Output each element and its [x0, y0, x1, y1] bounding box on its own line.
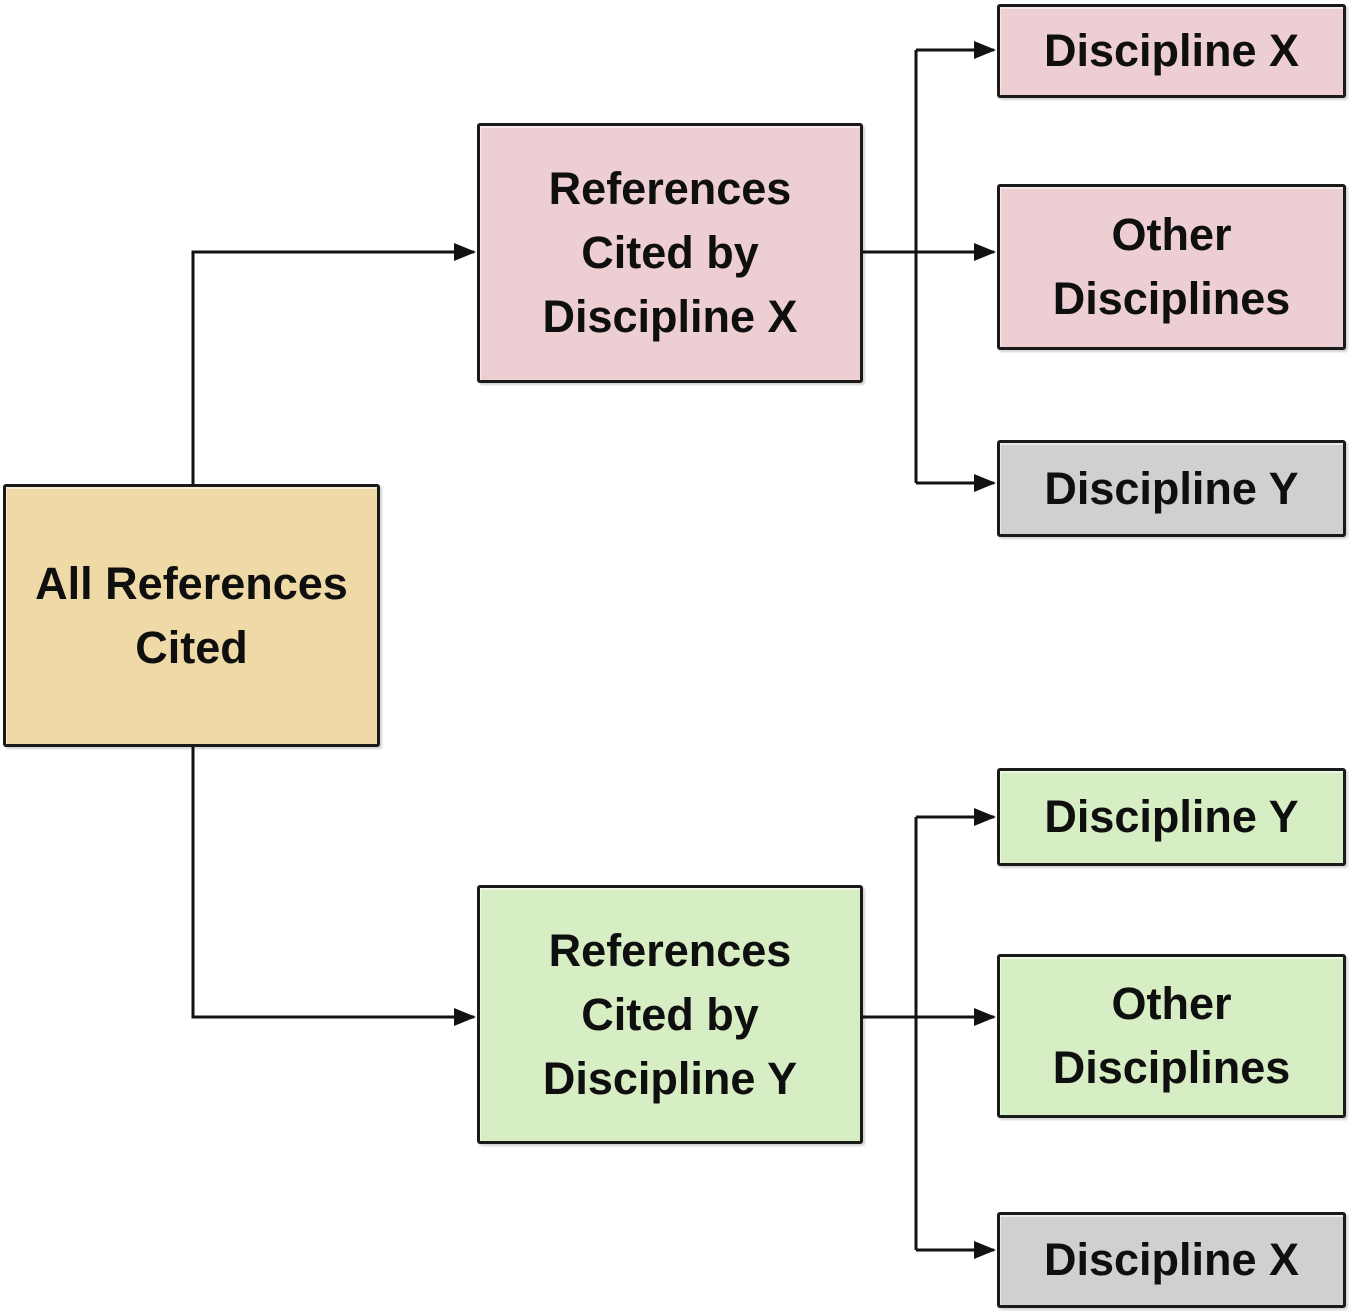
connector-root-to-refs-x [191, 243, 476, 484]
node-other-disciplines-from-x: Other Disciplines [997, 184, 1346, 350]
node-label-line: Other [1111, 978, 1232, 1029]
node-label-line: Discipline X [1043, 25, 1300, 76]
node-discipline-y-from-y: Discipline Y [997, 768, 1346, 866]
node-label-line: Discipline X [542, 291, 798, 342]
node-references-cited-by-discipline-y: References Cited by Discipline Y [477, 885, 863, 1144]
node-all-references-cited: All References Cited [3, 484, 380, 747]
node-label-line: Cited by [581, 227, 759, 278]
node-label-line: Other [1111, 209, 1232, 260]
node-label-line: Cited by [581, 988, 759, 1040]
node-label-line: Discipline X [1043, 1234, 1300, 1285]
node-discipline-x-from-y: Discipline X [997, 1212, 1346, 1308]
node-label-line: Discipline Y [1044, 462, 1299, 514]
node-other-disciplines-from-y: Other Disciplines [997, 954, 1346, 1118]
node-label-line: Discipline Y [542, 1052, 798, 1104]
node-references-cited-by-discipline-x: References Cited by Discipline X [477, 123, 863, 383]
node-label-line: Cited [135, 621, 248, 673]
node-discipline-y-from-x: Discipline Y [997, 440, 1346, 537]
node-discipline-x-from-x: Discipline X [997, 4, 1346, 98]
connector-root-to-refs-y [191, 747, 476, 1026]
node-label-line: References [548, 163, 792, 214]
node-label-line: Disciplines [1052, 273, 1291, 324]
node-label-line: Disciplines [1052, 1042, 1291, 1093]
node-label-line: References [548, 924, 792, 976]
node-label-line: All References [35, 557, 348, 609]
node-label-line: Discipline Y [1044, 791, 1299, 842]
